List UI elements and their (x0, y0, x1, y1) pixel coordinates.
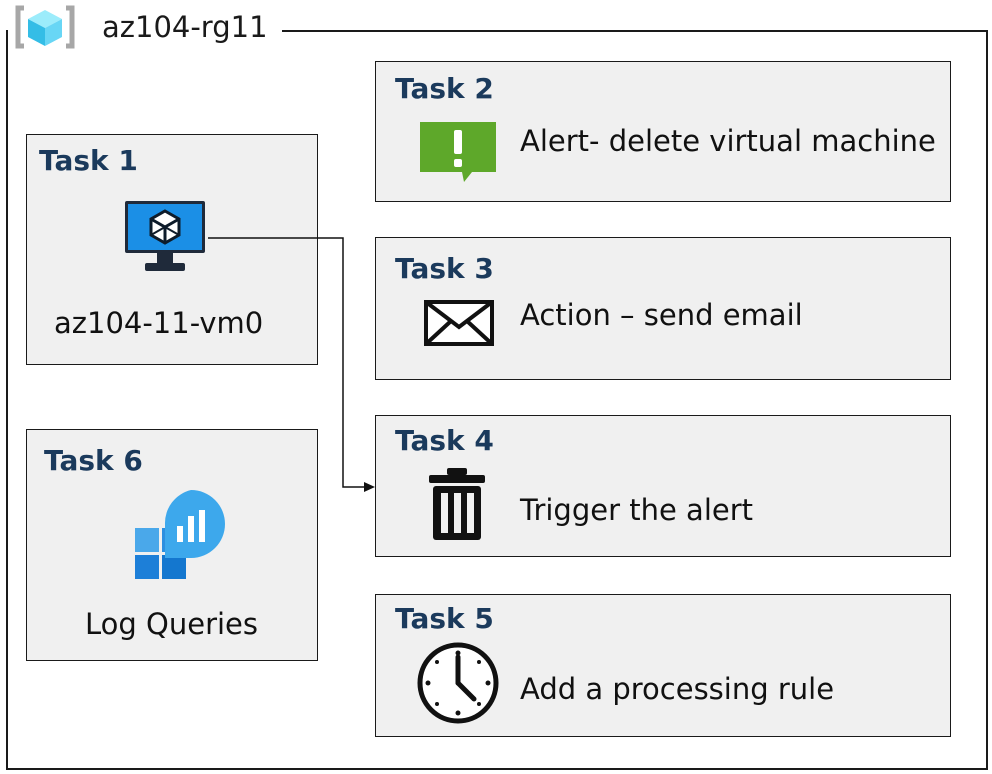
task-3-label: Action – send email (520, 298, 803, 332)
envelope-icon (424, 300, 494, 346)
task-1-label: az104-11-vm0 (54, 306, 264, 340)
task-1-title: Task 1 (39, 144, 138, 177)
task-6-box: Task 6 Log Queries (26, 429, 318, 661)
task-2-label: Alert- delete virtual machine (520, 124, 936, 158)
trash-icon (429, 468, 485, 540)
resource-group-container (6, 30, 988, 770)
task-5-label: Add a processing rule (520, 672, 835, 706)
task-6-label: Log Queries (85, 607, 258, 641)
task-5-title: Task 5 (395, 602, 494, 635)
task-3-title: Task 3 (395, 252, 494, 285)
virtual-machine-icon (125, 201, 205, 271)
resource-group-name: az104-rg11 (102, 10, 268, 44)
task-2-box: Task 2 Alert- delete virtual machine (375, 61, 951, 202)
alert-icon (420, 122, 496, 182)
task-1-box: Task 1 az104-11-vm0 (26, 134, 318, 365)
task-4-title: Task 4 (395, 424, 494, 457)
task-4-label: Trigger the alert (520, 493, 754, 527)
resource-group-icon (15, 5, 75, 49)
clock-icon (417, 642, 499, 724)
task-6-title: Task 6 (44, 444, 143, 477)
task-2-title: Task 2 (395, 72, 494, 105)
resource-group-header: az104-rg11 (8, 4, 282, 50)
task-5-box: Task 5 Add a processing rule (375, 594, 951, 737)
task-4-box: Task 4 Trigger the alert (375, 415, 951, 557)
log-analytics-icon (135, 490, 225, 579)
task-3-box: Task 3 Action – send email (375, 237, 951, 380)
